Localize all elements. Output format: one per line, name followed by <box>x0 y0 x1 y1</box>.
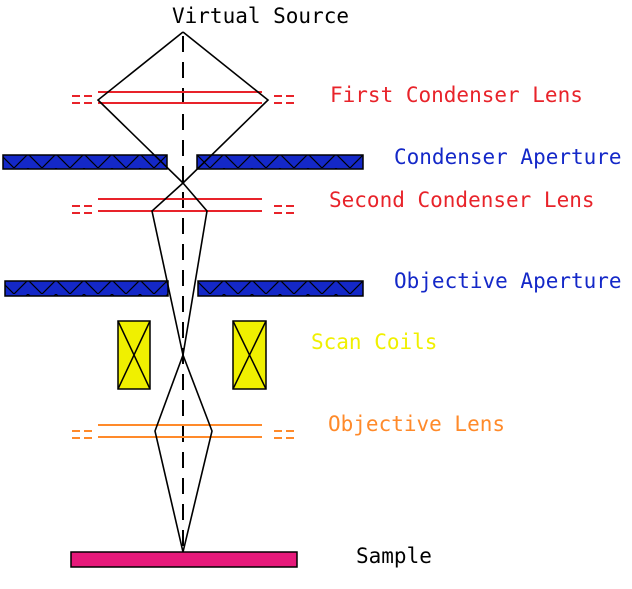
second-condenser-lens-label: Second Condenser Lens <box>329 188 595 212</box>
first-condenser-lens-label: First Condenser Lens <box>330 83 583 107</box>
virtual-source-label: Virtual Source <box>172 4 350 28</box>
objective-lens-label: Objective Lens <box>328 412 506 436</box>
sample-label: Sample <box>356 544 432 568</box>
first-condenser-lens <box>72 91 294 104</box>
second-condenser-lens <box>72 198 294 214</box>
condenser-aperture-label: Condenser Aperture <box>394 145 622 169</box>
scan-coil-left <box>117 320 151 390</box>
objective-lens <box>72 424 294 439</box>
objective-aperture-label: Objective Aperture <box>394 269 622 293</box>
scan-coil-right <box>232 320 267 390</box>
sample-stage <box>70 551 298 568</box>
beam-rays <box>96 31 270 553</box>
scan-coils-label: Scan Coils <box>311 330 438 354</box>
objective-aperture <box>4 280 364 297</box>
condenser-aperture <box>2 154 364 170</box>
